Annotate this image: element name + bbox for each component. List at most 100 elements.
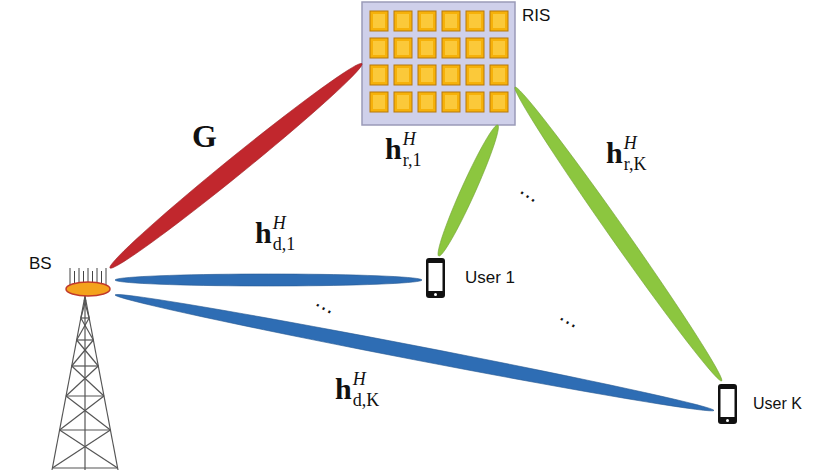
channel-beam [110,63,362,268]
ris-element [370,65,388,85]
ris-element [490,92,508,112]
symbol-indices: Hr,K [624,138,647,173]
symbol-base: h [385,134,402,164]
channel-name: h [335,374,352,404]
superscript: H [353,370,380,388]
tower-mast [84,296,85,470]
superscript: H [403,130,422,148]
tower-brace [60,430,118,468]
ris-element-face [397,14,409,28]
channel-beam [438,125,498,256]
ellipsis-mark: ⋯ [310,294,337,321]
channel-beam-shape [115,274,422,286]
ris-element-face [397,95,409,109]
subscript: d,1 [273,235,296,253]
subscript: r,1 [403,151,422,169]
symbol-indices: Hr,1 [403,134,422,169]
ris-element [442,38,460,58]
tower-brace [66,396,110,430]
channel-name: h [385,134,402,164]
ris-element-face [445,14,457,28]
ris-element [418,11,436,31]
subscript: d,K [353,391,380,409]
ris-element [442,92,460,112]
ris-element [466,38,484,58]
ris-element-face [493,41,505,55]
ris-element [466,11,484,31]
channel-beam [515,87,722,381]
symbol-indices: Hd,K [353,374,380,409]
antenna-element [106,268,107,286]
ellipsis-mark: ⋯ [554,308,581,335]
superscript: H [624,134,647,152]
ris-element [490,11,508,31]
tower-brace [60,396,104,430]
ris-element-face [469,41,481,55]
symbol-base: h [335,374,352,404]
ris-panel-art [362,2,515,125]
ellipsis: ⋯ [554,308,581,335]
symbol-base: h [255,218,272,248]
superscript: H [273,214,296,232]
ris-element [466,92,484,112]
phone-icon [718,384,737,424]
user-device: User K [714,381,826,427]
ris-element [394,11,412,31]
ris-element-face [373,68,385,82]
ris-element-face [421,68,433,82]
node-label: User 1 [465,268,515,288]
phone-icon [426,258,445,298]
ris-element-face [421,14,433,28]
ris-element [442,11,460,31]
tower-brace [72,366,104,396]
channel-symbol: G [192,120,217,152]
ris-panel: RIS [362,2,515,125]
ris-element [370,38,388,58]
ris-element-face [469,68,481,82]
ellipsis-mark: ⋯ [514,182,542,210]
channel-beam [115,295,714,411]
ris-element-face [493,14,505,28]
ris-element [370,11,388,31]
user-device: User 1 [422,256,532,300]
ris-element-face [469,14,481,28]
subscript: r,K [624,155,647,173]
channel-beam-shape [115,295,714,411]
ris-element-face [493,68,505,82]
ris-element [418,92,436,112]
ris-element-face [445,68,457,82]
channel-beam [115,274,422,286]
ris-element [394,65,412,85]
symbol-base: h [606,138,623,168]
channel-symbol: hHd,1 [255,218,295,253]
antenna-disc [66,282,110,296]
ris-element [490,38,508,58]
ris-element-face [373,41,385,55]
ellipsis: ⋯ [310,294,337,321]
ris-element-face [469,95,481,109]
node-label: User K [753,395,802,413]
node-label: BS [29,254,52,274]
tower-brace [72,340,94,366]
symbol-indices: Hd,1 [273,218,296,253]
ris-element [418,65,436,85]
channel-beam-shape [110,63,362,268]
ris-element-face [397,68,409,82]
ris-element [394,92,412,112]
channel-name: G [192,120,217,152]
ris-element [418,38,436,58]
channel-name: h [255,218,272,248]
tower-brace [66,366,98,396]
ris-element-face [373,95,385,109]
ris-element [442,65,460,85]
ris-element [466,65,484,85]
channel-beam-shape [438,125,498,256]
ellipsis: ⋯ [514,182,542,210]
antenna-element [70,268,71,286]
antenna-symbol [66,268,110,296]
channel-symbol: hHd,K [335,374,379,409]
ris-element-face [397,41,409,55]
ris-element-face [421,41,433,55]
